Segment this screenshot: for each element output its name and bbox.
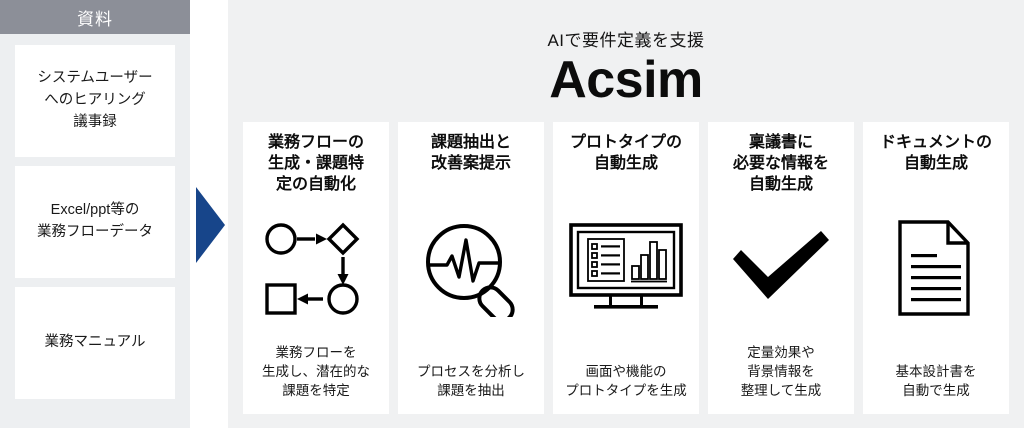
source-card-line: 業務マニュアル [44, 334, 146, 351]
checkmark-icon [733, 230, 829, 299]
source-card[interactable]: 業務マニュアル [15, 287, 175, 399]
brand-block: AIで要件定義を支援 Acsim [228, 0, 1024, 108]
feature-card-title: 稟議書に 必要な情報を 自動生成 [733, 132, 829, 195]
feature-title-line: ドキュメントの [879, 134, 992, 151]
source-card-line: Excel/ppt等の [50, 202, 140, 219]
feature-title-line: 自動生成 [748, 176, 813, 194]
feature-title-line: 生成・課題特 [267, 155, 364, 173]
feature-card-title: ドキュメントの 自動生成 [880, 132, 992, 174]
source-card-text: 業務マニュアル [44, 332, 145, 354]
feature-desc-line: 課題を抽出 [437, 382, 505, 398]
feature-desc-line: 背景情報を [747, 363, 815, 379]
monitor-dashboard-icon [569, 223, 683, 309]
feature-card-list: 業務フローの 生成・課題特 定の自動化 [243, 122, 1009, 414]
source-card-text: Excel/ppt等の 業務フローデータ [37, 200, 153, 244]
feature-desc-line: プロトタイプを生成 [565, 382, 687, 398]
feature-title-line: 業務フローの [267, 134, 364, 151]
sources-sidebar: 資料 システムユーザー へのヒアリング 議事録 Excel/ppt等の 業務フロ… [0, 0, 190, 428]
feature-card-desc: 定量効果や 背景情報を 整理して生成 [741, 343, 822, 402]
feature-title-line: 必要な情報を [732, 155, 829, 173]
source-card-line: 議事録 [73, 113, 117, 130]
flow-arrow [193, 185, 228, 265]
feature-title-line: プロトタイプの [569, 134, 682, 151]
feature-desc-line: 基本設計書を [895, 363, 977, 379]
feature-desc-line: 課題を特定 [282, 382, 350, 398]
product-name: Acsim [549, 51, 703, 109]
feature-card-desc: 画面や機能の プロトタイプを生成 [565, 362, 687, 402]
feature-desc-line: 定量効果や [747, 344, 815, 360]
feature-card-desc: 業務フローを 生成し、潜在的な 課題を特定 [262, 343, 370, 402]
feature-title-line: 課題抽出と [430, 134, 511, 151]
feature-card[interactable]: 稟議書に 必要な情報を 自動生成 定量効果や 背景情報を 整理して生成 [708, 122, 854, 414]
feature-card-icon [402, 174, 540, 361]
feature-card[interactable]: 課題抽出と 改善案提示 プロセスを分析し 課題を抽出 [398, 122, 544, 414]
feature-card[interactable]: プロトタイプの 自動生成 [553, 122, 699, 414]
feature-title-line: 稟議書に [748, 134, 813, 151]
source-card-text: システムユーザー へのヒアリング 議事録 [37, 68, 152, 133]
source-card-line: システムユーザー [37, 70, 153, 87]
feature-desc-line: 業務フローを [275, 344, 357, 360]
feature-title-line: 改善案提示 [430, 155, 511, 173]
feature-desc-line: 整理して生成 [740, 382, 822, 398]
feature-desc-line: 生成し、潜在的な [262, 363, 370, 379]
brand-tagline: AIで要件定義を支援 [547, 31, 705, 50]
feature-desc-line: プロセスを分析し [417, 363, 525, 379]
flowchart-icon [265, 222, 360, 315]
right-triangle-arrow-icon [196, 187, 225, 263]
feature-desc-line: 自動で生成 [902, 382, 970, 398]
source-card-line: 業務フローデータ [37, 224, 153, 240]
feature-card[interactable]: ドキュメントの 自動生成 [863, 122, 1009, 414]
sidebar-card-list: システムユーザー へのヒアリング 議事録 Excel/ppt等の 業務フローデー… [0, 34, 190, 410]
product-panel: AIで要件定義を支援 Acsim 業務フローの 生成・課題特 定の自動化 [228, 0, 1024, 428]
feature-card[interactable]: 業務フローの 生成・課題特 定の自動化 [243, 122, 389, 414]
feature-card-title: 業務フローの 生成・課題特 定の自動化 [268, 132, 364, 195]
source-card[interactable]: Excel/ppt等の 業務フローデータ [15, 166, 175, 278]
feature-card-title: プロトタイプの 自動生成 [570, 132, 682, 174]
feature-card-icon [247, 195, 385, 342]
feature-title-line: 自動生成 [593, 155, 658, 173]
feature-card-desc: 基本設計書を 自動で生成 [896, 362, 977, 402]
source-card[interactable]: システムユーザー へのヒアリング 議事録 [15, 45, 175, 157]
feature-desc-line: 画面や機能の [585, 363, 667, 379]
feature-card-icon [557, 174, 695, 361]
document-icon [898, 220, 970, 316]
feature-title-line: 自動生成 [903, 155, 968, 173]
feature-title-line: 定の自動化 [275, 176, 356, 194]
magnifier-pulse-icon [426, 223, 515, 317]
feature-card-icon [867, 174, 1005, 361]
sidebar-header: 資料 [0, 0, 190, 34]
feature-card-desc: プロセスを分析し 課題を抽出 [417, 362, 525, 402]
feature-card-title: 課題抽出と 改善案提示 [431, 132, 511, 174]
feature-card-icon [712, 195, 850, 342]
source-card-line: へのヒアリング [44, 92, 146, 109]
